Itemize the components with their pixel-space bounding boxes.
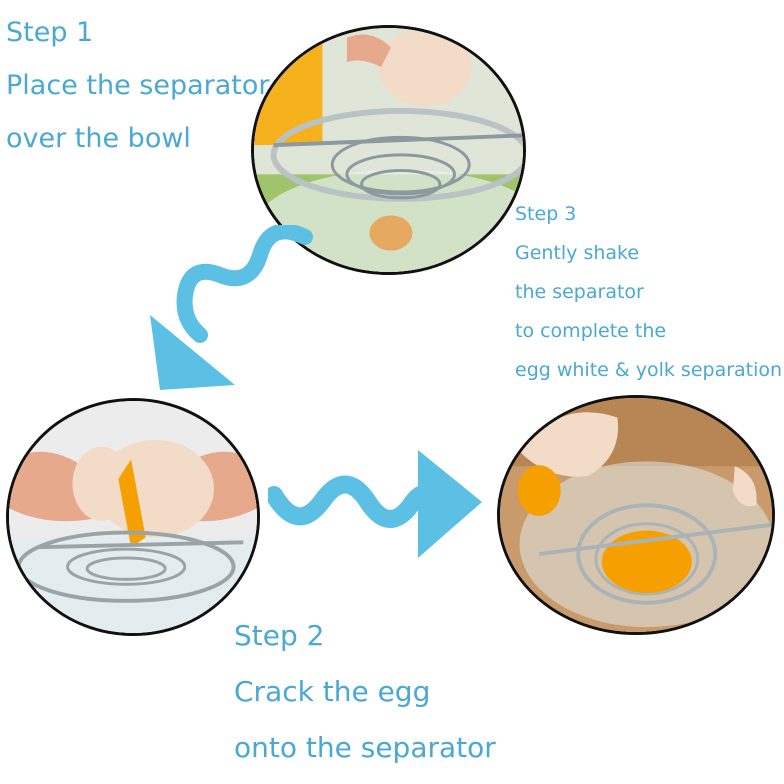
- step2-illustration: [9, 401, 257, 633]
- step3-line1: Gently shake: [515, 242, 640, 264]
- step3-title: Step 3: [515, 203, 577, 225]
- step1-line2: over the bowl: [6, 123, 191, 154]
- step1-line1: Place the separator: [6, 70, 270, 101]
- step2-title: Step 2: [234, 619, 325, 652]
- step2-text: Step 2 Crack the egg onto the separator: [234, 608, 496, 776]
- step1-text: Step 1 Place the separator over the bowl: [6, 6, 269, 165]
- step3-line4: egg white & yolk separation: [515, 359, 783, 381]
- step1-title: Step 1: [6, 17, 94, 48]
- step3-illustration: [500, 398, 772, 632]
- wavy-arrow-right-icon: [268, 450, 482, 558]
- step3-line2: the separator: [515, 281, 644, 303]
- step3-photo: [497, 395, 775, 635]
- step3-text: Step 3 Gently shake the separator to com…: [515, 195, 782, 390]
- wavy-arrow-down-left-icon: [150, 225, 313, 390]
- step2-line1: Crack the egg: [234, 675, 431, 708]
- step2-photo: [6, 398, 260, 636]
- step2-line2: onto the separator: [234, 731, 496, 764]
- step3-line3: to complete the: [515, 320, 667, 342]
